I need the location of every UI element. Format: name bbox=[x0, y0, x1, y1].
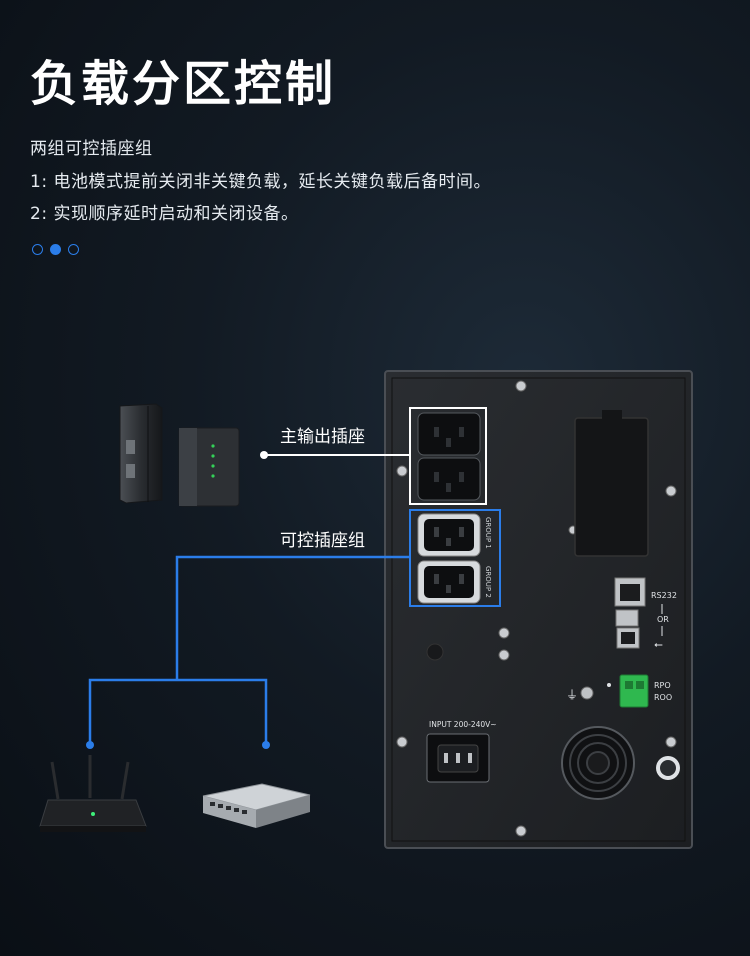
ac-input-socket: INPUT 200-240V~ bbox=[426, 720, 497, 783]
controlled-group-label: 可控插座组 bbox=[280, 531, 365, 551]
controlled-outlet-group: GROUP 1 GROUP 2 bbox=[409, 509, 501, 607]
roo-label: ROO bbox=[654, 693, 672, 702]
input-label: INPUT 200-240V~ bbox=[429, 720, 497, 729]
controlled-group-callout bbox=[88, 555, 410, 745]
main-outlet-label: 主输出插座 bbox=[280, 427, 365, 447]
nas-storage-icon bbox=[178, 427, 240, 507]
comm-ports: RS232 OR ⭠ bbox=[614, 577, 677, 651]
network-switch-icon bbox=[202, 783, 311, 828]
feature-line-3: 2: 实现顺序延时启动和关闭设备。 bbox=[30, 204, 299, 224]
page-title: 负载分区控制 bbox=[30, 56, 337, 112]
feature-line-1: 两组可控插座组 bbox=[30, 139, 153, 159]
carousel-pager bbox=[32, 244, 79, 255]
group2-label: GROUP 2 bbox=[484, 566, 492, 598]
or-label: OR bbox=[657, 615, 669, 624]
rpo-terminal: RPO ROO ⏚ bbox=[566, 674, 672, 708]
group1-label: GROUP 1 bbox=[484, 517, 492, 549]
rs232-label: RS232 bbox=[651, 591, 677, 600]
cooling-fan bbox=[561, 726, 680, 800]
server-tower-icon bbox=[119, 403, 163, 504]
pager-dot-2[interactable] bbox=[50, 244, 61, 255]
rpo-label: RPO bbox=[654, 681, 671, 690]
pager-dot-1[interactable] bbox=[32, 244, 43, 255]
main-outlet-callout bbox=[260, 451, 410, 459]
main-outlet-group bbox=[409, 407, 487, 505]
ground-icon: ⏚ bbox=[566, 688, 578, 702]
feature-line-2: 1: 电池模式提前关闭非关键负载，延长关键负载后备时间。 bbox=[30, 172, 491, 192]
pager-dot-3[interactable] bbox=[68, 244, 79, 255]
usb-icon: ⭠ bbox=[654, 638, 663, 651]
wifi-router-icon bbox=[39, 755, 147, 832]
